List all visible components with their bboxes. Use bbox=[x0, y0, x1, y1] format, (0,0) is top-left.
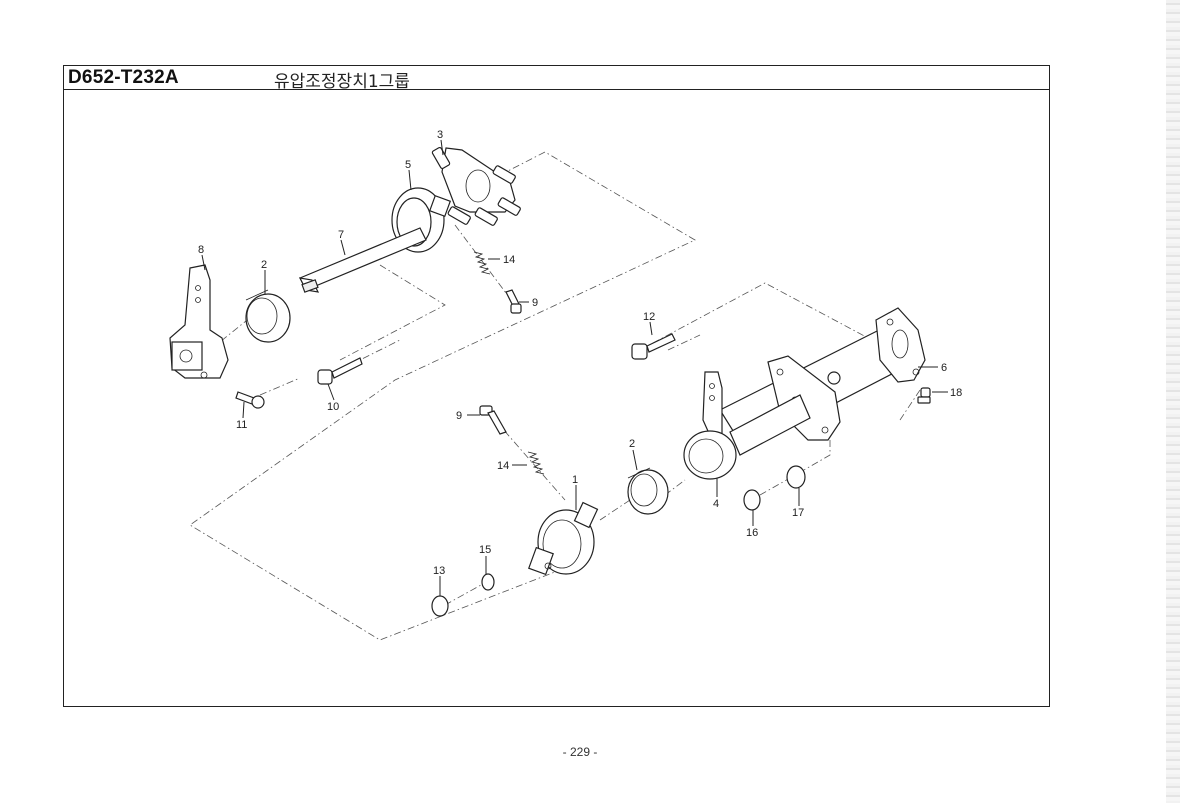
callout-6: 7 bbox=[338, 229, 344, 241]
callout-labels: 3 5 7 8 2 14 9 10 11 12 6 18 9 14 2 1 4 … bbox=[198, 129, 962, 577]
callout-15: 15 bbox=[479, 544, 491, 556]
callout-14-lower: 14 bbox=[497, 460, 509, 472]
part-18-nipple bbox=[917, 387, 931, 404]
part-9-bolt-lower bbox=[479, 405, 507, 435]
callout-5: 6 bbox=[941, 362, 947, 374]
part-12-bolt bbox=[631, 333, 676, 360]
part-2-bush-lower bbox=[627, 467, 669, 515]
callout-8: 4 bbox=[713, 498, 719, 510]
callout-9-lower: 9 bbox=[456, 410, 462, 422]
part-group-title: 유압조정장치1그룹 bbox=[274, 72, 410, 92]
scan-edge-artifact bbox=[1166, 0, 1180, 803]
callout-7: 8 bbox=[198, 244, 204, 256]
part-16-o-ring bbox=[743, 489, 761, 511]
callout-11: 11 bbox=[236, 419, 247, 431]
callout-12: 12 bbox=[643, 311, 655, 323]
part-2-bush-upper bbox=[245, 289, 291, 343]
part-6-shaft bbox=[298, 227, 427, 293]
callout-2-lower: 2 bbox=[629, 438, 635, 450]
part-group-code: D652-T232A bbox=[68, 67, 179, 88]
callout-1: 1 bbox=[572, 474, 578, 486]
part-7-lever-arm bbox=[169, 264, 229, 379]
part-10-bolt bbox=[317, 357, 363, 385]
part-15-o-ring bbox=[481, 573, 495, 591]
callout-4: 5 bbox=[405, 159, 411, 171]
part-17-o-ring bbox=[786, 465, 806, 489]
callout-17: 17 bbox=[792, 507, 804, 519]
part-1-clamp bbox=[528, 501, 599, 576]
callout-16: 16 bbox=[746, 527, 758, 539]
part-9-bolt-upper bbox=[505, 289, 522, 314]
callout-18: 18 bbox=[950, 387, 962, 399]
part-14-spring-upper bbox=[473, 251, 491, 275]
callout-3: 3 bbox=[437, 129, 443, 141]
page-number: - 229 - bbox=[562, 745, 598, 759]
part-3-stud-flange bbox=[431, 146, 521, 226]
callout-10: 10 bbox=[327, 401, 339, 413]
callout-9-upper: 9 bbox=[532, 297, 538, 309]
title-bar: D652-T232A 유압조정장치1그룹 bbox=[64, 66, 1049, 92]
callout-2-upper: 2 bbox=[261, 259, 267, 271]
callout-14-upper: 14 bbox=[503, 254, 515, 266]
drawing-frame: D652-T232A 유압조정장치1그룹 bbox=[63, 65, 1050, 707]
callout-13: 13 bbox=[433, 565, 445, 577]
part-14-spring-lower bbox=[527, 451, 545, 475]
part-13-snap-ring bbox=[431, 595, 449, 617]
part-11-bolt bbox=[235, 391, 265, 409]
callout-leaders bbox=[201, 139, 948, 596]
part-8-arm-collar bbox=[683, 371, 811, 480]
